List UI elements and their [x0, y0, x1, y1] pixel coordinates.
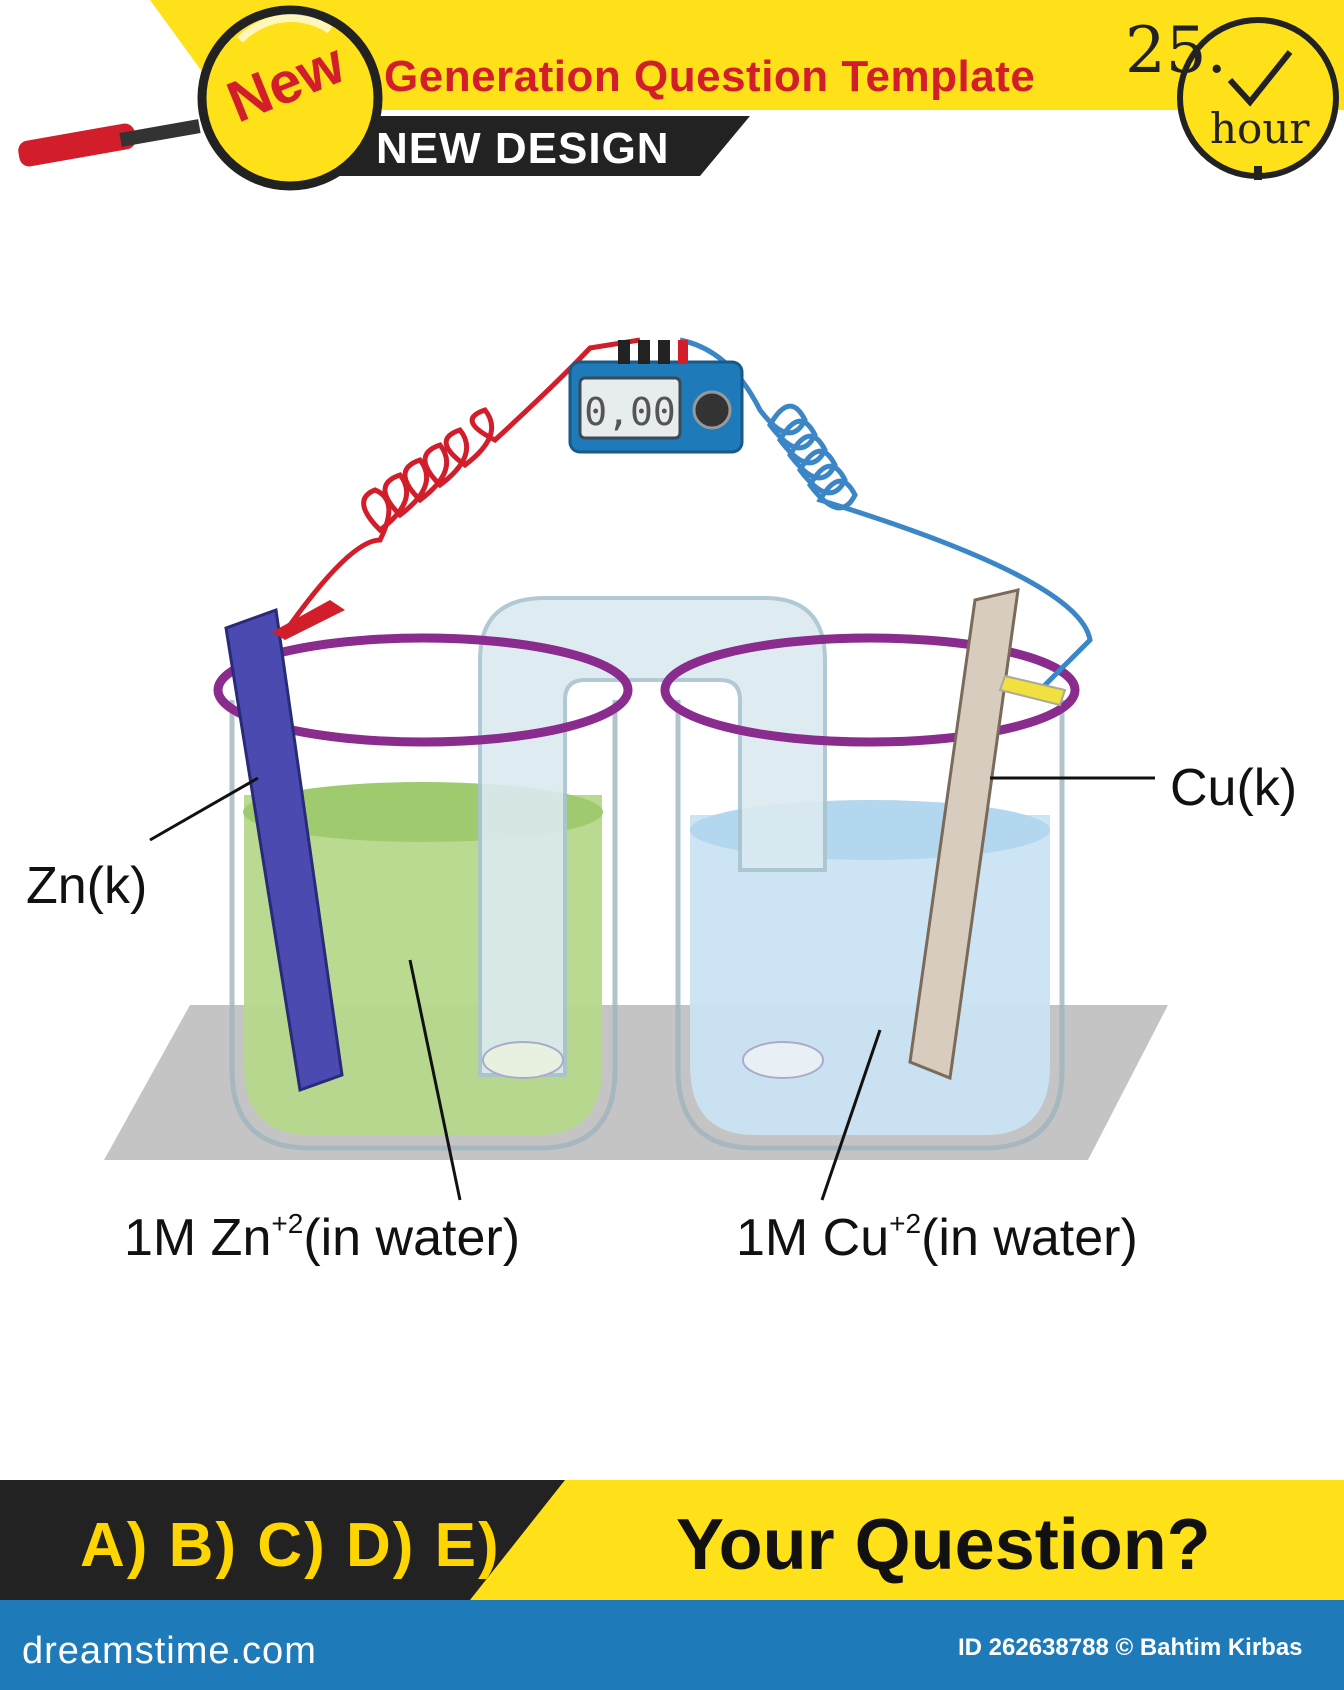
cu-solution-leader	[820, 1029, 882, 1201]
header-yellow-band	[150, 0, 1344, 110]
brand-logo-text: dreamstime.com	[22, 1630, 317, 1672]
header-dark-band	[300, 116, 750, 176]
cu-electrode-label: Cu(k)	[1170, 759, 1298, 817]
voltmeter-display: 0,00	[584, 390, 676, 434]
answer-options: A) B) C) D) E)	[80, 1511, 501, 1580]
voltmeter-dial	[692, 390, 732, 430]
cu-solution-label: 1M Cu+2(in water)	[736, 1208, 1138, 1268]
question-prompt: Your Question?	[676, 1505, 1211, 1585]
cu-wire	[679, 337, 1093, 692]
footer-graphic	[0, 1480, 1344, 1690]
header-subtitle: NEW DESIGN	[376, 124, 670, 173]
header-graphic	[18, 0, 1344, 191]
zn-solution-suffix: (in water)	[303, 1209, 521, 1267]
clock-icon	[1177, 17, 1339, 180]
footer-blue-bar	[0, 1600, 1344, 1690]
cu-solution-prefix: 1M Cu	[736, 1209, 890, 1267]
zn-solution-prefix: 1M Zn	[124, 1209, 272, 1267]
zn-electrode-label: Zn(k)	[26, 857, 148, 915]
timer-number: 25.	[1125, 14, 1227, 88]
zn-solution-label: 1M Zn+2(in water)	[124, 1208, 520, 1268]
timer-unit: hour	[1210, 104, 1310, 153]
cu-solution-charge: +2	[889, 1208, 922, 1239]
zn-clip	[272, 600, 345, 640]
header-title: Generation Question Template	[384, 52, 1036, 101]
zn-beaker-ring	[213, 633, 633, 747]
zn-solution-leader	[408, 959, 462, 1201]
voltmeter: 0,00	[568, 340, 744, 454]
cu-solution-suffix: (in water)	[921, 1209, 1138, 1267]
zn-solution-charge: +2	[271, 1208, 304, 1239]
cu-beaker-ring	[660, 633, 1080, 747]
zn-electrode-leader	[149, 776, 259, 842]
cu-electrode	[908, 588, 1020, 1081]
zn-wire	[282, 337, 641, 634]
footer-yellow-band	[470, 1480, 1344, 1600]
image-credit: ID 262638788 © Bahtim Kirbas	[958, 1634, 1303, 1661]
zn-electrode	[224, 607, 344, 1093]
cu-clip	[998, 674, 1067, 707]
cu-beaker	[675, 700, 1065, 1151]
galvanic-cell-diagram: 0,00	[104, 337, 1168, 1201]
magnifier-icon	[18, 5, 383, 191]
